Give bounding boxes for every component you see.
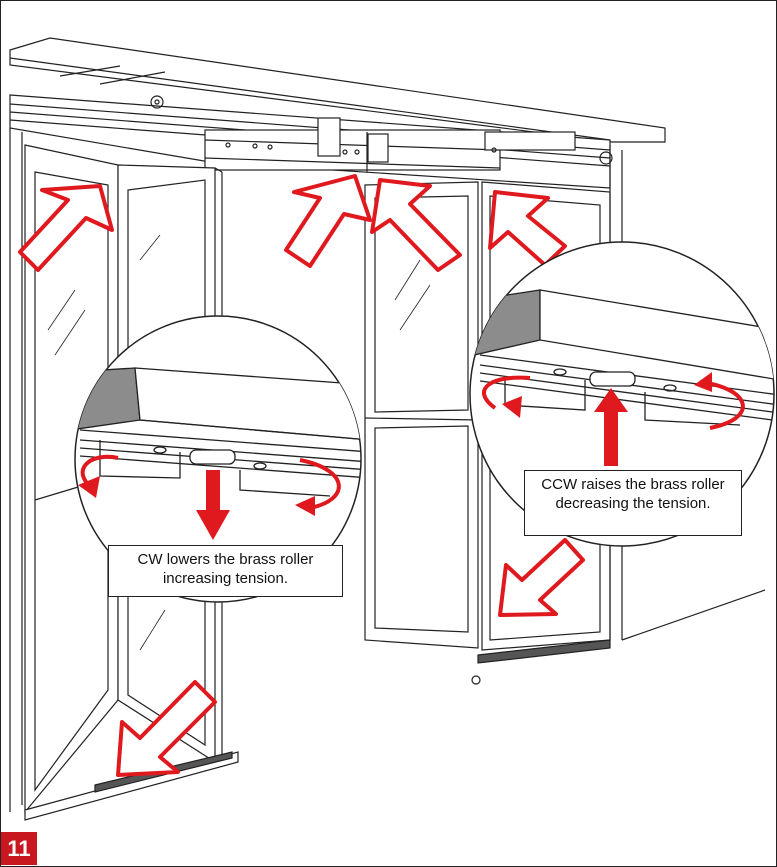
right-threshold: [471, 639, 611, 685]
callout-ccw: CCW raises the brass roller decreasing t…: [524, 470, 742, 536]
up-arrow-red: [594, 388, 628, 466]
rotate-ccw-arrow-left: [482, 375, 531, 410]
left-jamb: [9, 128, 23, 812]
arrow-up-center-right: [370, 178, 462, 272]
red-arrows: [18, 174, 585, 777]
header-track: [9, 37, 666, 189]
arrow-up-right-2: [488, 190, 567, 267]
rotate-ccw-arrow-right: [699, 380, 745, 430]
arrow-up-right-1: [18, 184, 114, 272]
arrow-down-left-right: [498, 538, 585, 617]
down-arrow-red: [196, 470, 230, 540]
detail-circle-left: [74, 315, 362, 603]
arrow-down-left-bottom: [116, 680, 217, 777]
rotate-cw-arrow-right: [299, 458, 341, 510]
callout-cw: CW lowers the brass roller increasing te…: [108, 545, 343, 597]
step-number-badge: 11: [1, 832, 37, 865]
arrow-up-center-left: [284, 174, 372, 268]
